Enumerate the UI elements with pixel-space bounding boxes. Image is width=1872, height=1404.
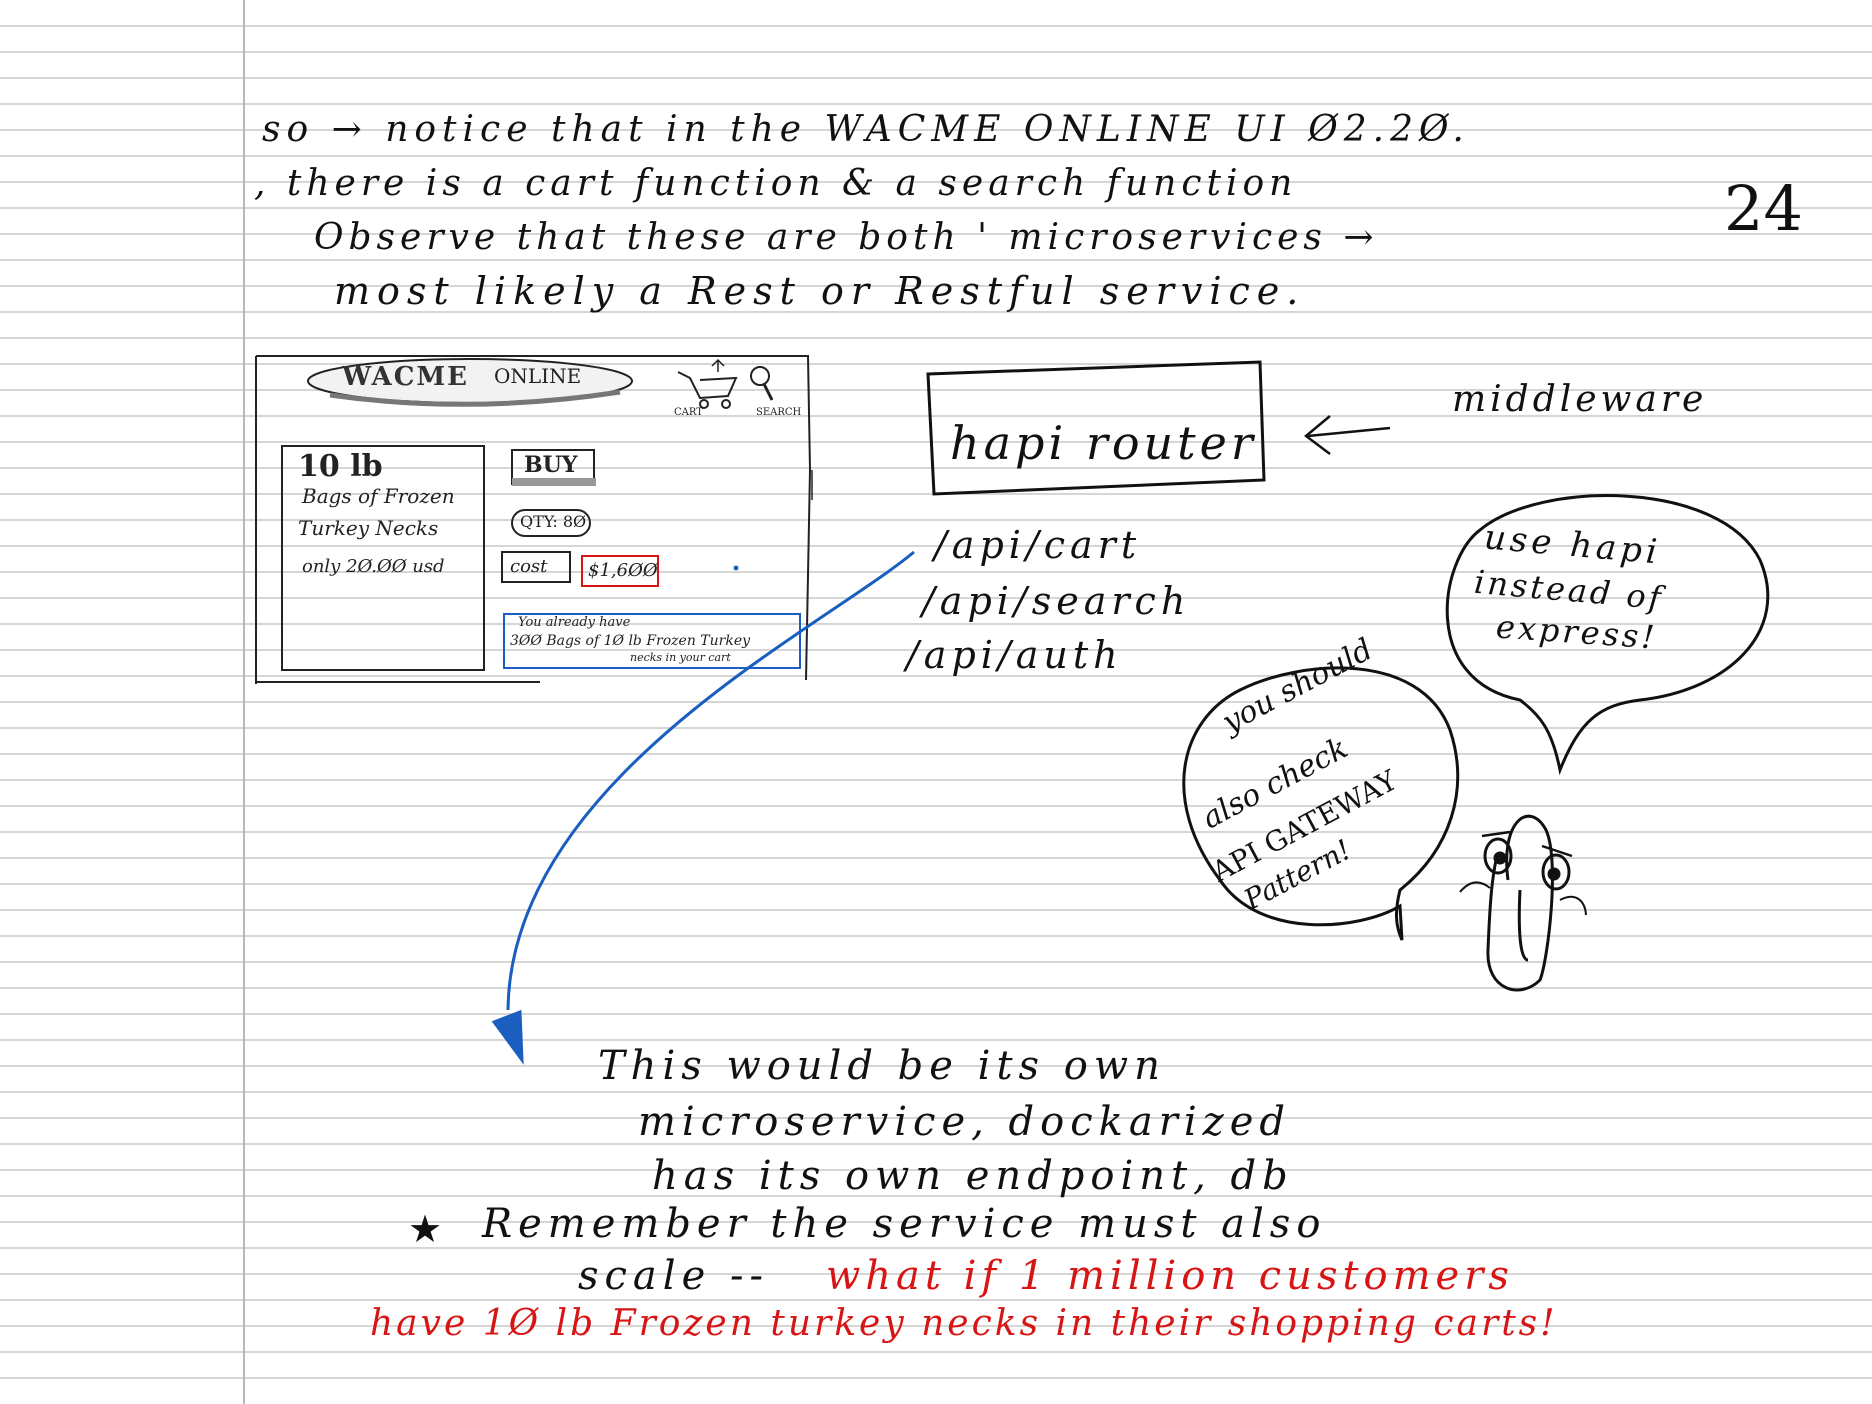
qty-field[interactable]: QTY: 8Ø bbox=[520, 512, 587, 531]
page-number: 24 bbox=[1724, 172, 1803, 245]
route-auth: /api/auth bbox=[906, 633, 1123, 677]
notice-line-3: necks in your cart bbox=[630, 651, 731, 664]
router-label: hapi router bbox=[950, 416, 1257, 470]
cost-label: cost bbox=[510, 556, 548, 577]
cart-label[interactable]: CART bbox=[674, 407, 703, 418]
speech-bubbles bbox=[1182, 494, 1770, 941]
cart-icon bbox=[677, 358, 738, 409]
qty-pill bbox=[511, 509, 591, 537]
star-bullet: ★ bbox=[408, 1207, 442, 1251]
cost-value-box bbox=[581, 555, 659, 587]
route-cart: /api/cart bbox=[934, 523, 1142, 567]
product-card bbox=[281, 445, 485, 671]
micro-line-1: This would be its own bbox=[598, 1043, 1166, 1089]
micro-line-3: has its own endpoint, db bbox=[652, 1153, 1294, 1199]
logo-sub: ONLINE bbox=[494, 364, 582, 388]
note-line-3: Observe that these are both ' microservi… bbox=[314, 217, 1379, 258]
note-line-2: , there is a cart function & a search fu… bbox=[254, 163, 1298, 204]
ruled-lines bbox=[0, 25, 1872, 1379]
notice-line-1: You already have bbox=[518, 615, 631, 630]
product-name-2: Turkey Necks bbox=[298, 516, 439, 540]
micro-line-2: microservice, dockarized bbox=[638, 1099, 1291, 1145]
note-line-1: so → notice that in the WACME ONLINE UI … bbox=[262, 109, 1470, 150]
micro-line-5-red: what if 1 million customers bbox=[826, 1253, 1514, 1299]
router-box bbox=[926, 360, 1391, 496]
hapi-advice-3: express! bbox=[1494, 607, 1659, 657]
gateway-bubble bbox=[1182, 666, 1460, 941]
cost-value: $1,6ØØ bbox=[588, 560, 658, 581]
buy-button[interactable]: BUY bbox=[524, 452, 578, 478]
search-label[interactable]: SEARCH bbox=[756, 407, 802, 418]
notice-box bbox=[503, 613, 801, 669]
micro-line-4: Remember the service must also bbox=[482, 1201, 1327, 1247]
middleware-label: middleware bbox=[1452, 379, 1708, 420]
price-text: only 2Ø.ØØ usd bbox=[302, 556, 445, 577]
micro-line-6-red: have 1Ø lb Frozen turkey necks in their … bbox=[370, 1303, 1558, 1344]
paperclip-mascot bbox=[1459, 814, 1587, 992]
cost-box bbox=[501, 551, 571, 583]
micro-line-5: scale -- bbox=[578, 1253, 769, 1299]
product-name-1: Bags of Frozen bbox=[302, 484, 455, 508]
product-size: 10 lb bbox=[298, 449, 383, 484]
search-icon bbox=[750, 366, 774, 401]
route-search: /api/search bbox=[922, 579, 1191, 623]
notice-line-2: 3ØØ Bags of 1Ø lb Frozen Turkey bbox=[510, 633, 751, 649]
ui-mockup-sketch bbox=[255, 355, 813, 684]
hapi-bubble bbox=[1445, 494, 1770, 776]
blue-arrow bbox=[491, 550, 915, 1065]
logo-main: WACME bbox=[342, 362, 469, 392]
note-line-4: most likely a Rest or Restful service. bbox=[334, 269, 1306, 313]
